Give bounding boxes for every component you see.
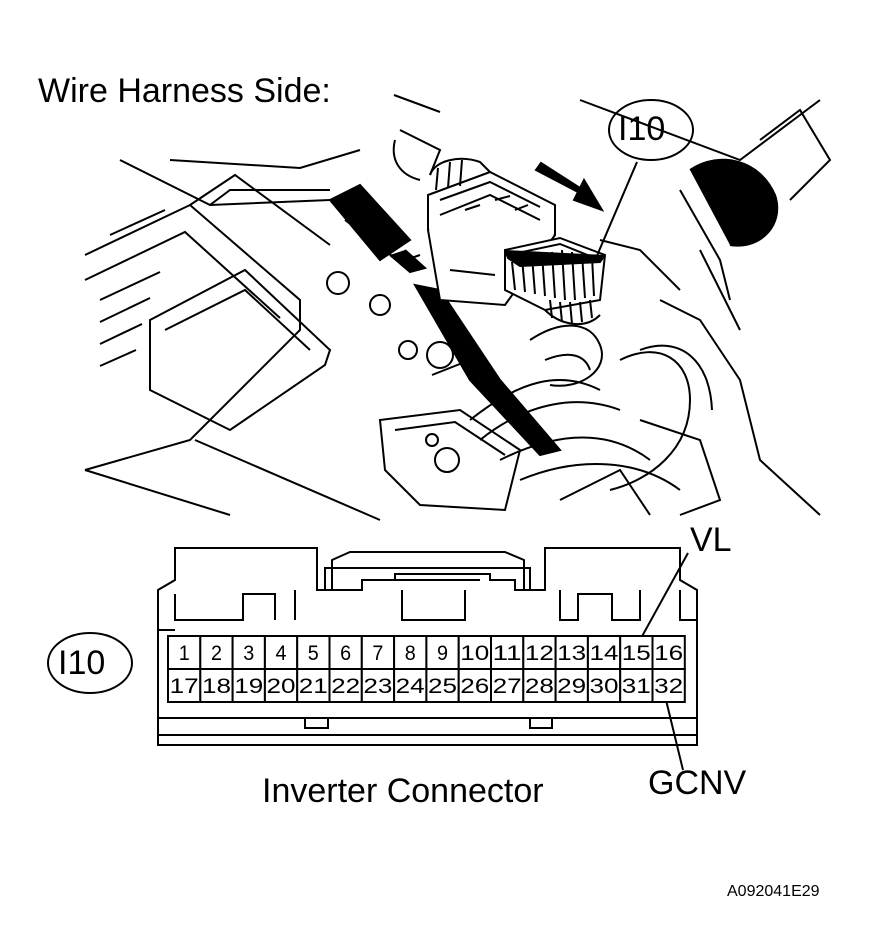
pin-number: 27	[493, 675, 522, 698]
engine-bay-illustration	[84, 94, 832, 521]
figure-code: A092041E29	[727, 883, 820, 900]
pin-number: 23	[363, 675, 392, 698]
pin-number: 20	[267, 675, 296, 698]
pin-number: 25	[428, 675, 457, 698]
pin-number: 10	[460, 642, 489, 665]
callout-oval-top	[608, 99, 694, 161]
pin-number: 30	[590, 675, 619, 698]
pin-number: 2	[211, 642, 222, 665]
pin-cell	[199, 668, 234, 703]
pin-cell	[425, 668, 460, 703]
pin-number: 14	[590, 642, 619, 665]
pin-cell	[554, 668, 589, 703]
pin-number: 6	[340, 642, 351, 665]
pin-number: 11	[493, 642, 522, 665]
callout-top-code: I10	[618, 110, 666, 148]
pin-number: 24	[396, 675, 425, 698]
pin-number: 28	[525, 675, 554, 698]
pin-number: 26	[460, 675, 489, 698]
pin-number: 9	[437, 642, 448, 665]
pin-number: 17	[170, 675, 199, 698]
pin-number: 32	[654, 675, 683, 698]
pin-number: 16	[654, 642, 683, 665]
pin-number: 21	[299, 675, 328, 698]
pin-cell	[263, 635, 299, 670]
pin-cell	[554, 635, 589, 670]
terminal-label-gcnv: GCNV	[648, 764, 747, 802]
connector-name: Inverter Connector	[262, 772, 544, 810]
pin-cell	[586, 635, 622, 670]
pin-number: 4	[276, 642, 287, 665]
pin-number: 29	[557, 675, 586, 698]
pin-number: 15	[622, 642, 651, 665]
pin-number: 22	[331, 675, 360, 698]
pin-number: 8	[405, 642, 416, 665]
pin-number: 7	[372, 642, 383, 665]
callout-left-code: I10	[58, 644, 106, 682]
callout-oval-left	[47, 632, 133, 694]
pin-cell	[393, 635, 428, 670]
connector-face-outline	[157, 547, 698, 746]
pin-cell	[167, 668, 202, 703]
pin-cell	[651, 635, 686, 670]
pin-cell	[296, 668, 331, 703]
harness-side-label: Wire Harness Side:	[38, 72, 331, 110]
pin-number: 3	[243, 642, 254, 665]
pin-number: 19	[234, 675, 263, 698]
pin-cell	[360, 668, 396, 703]
terminal-label-vl: VL	[690, 521, 732, 559]
pin-number: 1	[179, 642, 190, 665]
pin-cell	[651, 668, 686, 703]
pin-cell	[296, 635, 331, 670]
gcnv-leader-line	[665, 699, 684, 771]
vl-leader-line	[639, 552, 689, 641]
pin-number: 5	[308, 642, 319, 665]
pin-cell	[522, 668, 557, 703]
pin-number: 31	[622, 675, 651, 698]
pin-number: 12	[525, 642, 554, 665]
pin-cell	[586, 668, 622, 703]
pin-number: 18	[202, 675, 231, 698]
pin-number: 13	[557, 642, 586, 665]
